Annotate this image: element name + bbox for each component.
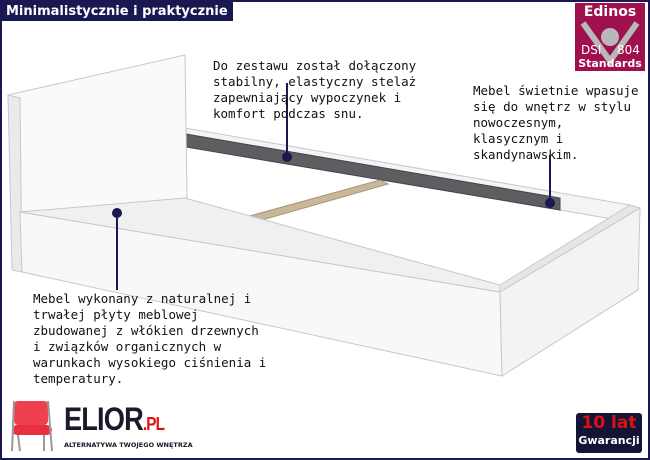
headboard (7, 54, 188, 215)
brand-tagline: ALTERNATYWA TWOJEGO WNĘTRZA (64, 441, 193, 449)
brand-name: ELIOR (64, 401, 144, 437)
note-material: Mebel wykonany z naturalnej i trwałej pł… (33, 291, 266, 387)
callout-dot-material (112, 208, 122, 218)
note-line: i związków organicznych w (33, 339, 222, 354)
edinos-certificate-badge: Edinos DSI 804 Standards (575, 3, 645, 71)
headboard-side (7, 94, 23, 273)
elior-logo: ELIOR.PL ALTERNATYWA TWOJEGO WNĘTRZA (8, 395, 208, 455)
warranty-badge: 10 lat Gwarancji (576, 413, 642, 453)
cert-top: Edinos (583, 4, 637, 20)
cert-left: DSI (581, 43, 602, 57)
cert-right: 804 (617, 43, 640, 57)
note-frame: Do zestawu został dołączony stabilny, el… (213, 58, 416, 122)
note-line: Mebel świetnie wpasuje (473, 83, 639, 98)
note-line: zapewniający wypoczynek i (213, 90, 402, 105)
note-line: trwałej płyty meblowej (33, 307, 199, 322)
note-line: warunkach wysokiego ciśnienia i (33, 355, 267, 370)
check-v-icon (580, 21, 640, 67)
warranty-years: 10 lat (581, 413, 637, 433)
note-line: skandynawskim. (473, 147, 579, 162)
callout-dot-frame (282, 152, 292, 162)
note-line: klasycznym i (473, 131, 564, 146)
note-line: się do wnętrz w stylu (473, 99, 632, 114)
note-line: zbudowanej z włókien drzewnych (33, 323, 259, 338)
note-line: Mebel wykonany z naturalnej i (33, 291, 252, 306)
note-line: stabilny, elastyczny stelaż (213, 74, 417, 89)
banner-title: Minimalistycznie i praktycznie (2, 2, 233, 21)
note-line: nowoczesnym, (473, 115, 564, 130)
note-line: komfort podczas snu. (213, 106, 364, 121)
note-line: Do zestawu został dołączony (213, 58, 417, 73)
footboard (499, 207, 641, 377)
brand-suffix: .PL (142, 414, 165, 434)
warranty-label: Gwarancji (578, 434, 640, 447)
note-line: temperatury. (33, 371, 124, 386)
note-style: Mebel świetnie wpasuje się do wnętrz w s… (473, 83, 639, 163)
footboard-top (499, 204, 642, 293)
cert-bottom: Standards (578, 57, 642, 70)
callout-dot-style (545, 198, 555, 208)
chair-icon (11, 400, 53, 452)
